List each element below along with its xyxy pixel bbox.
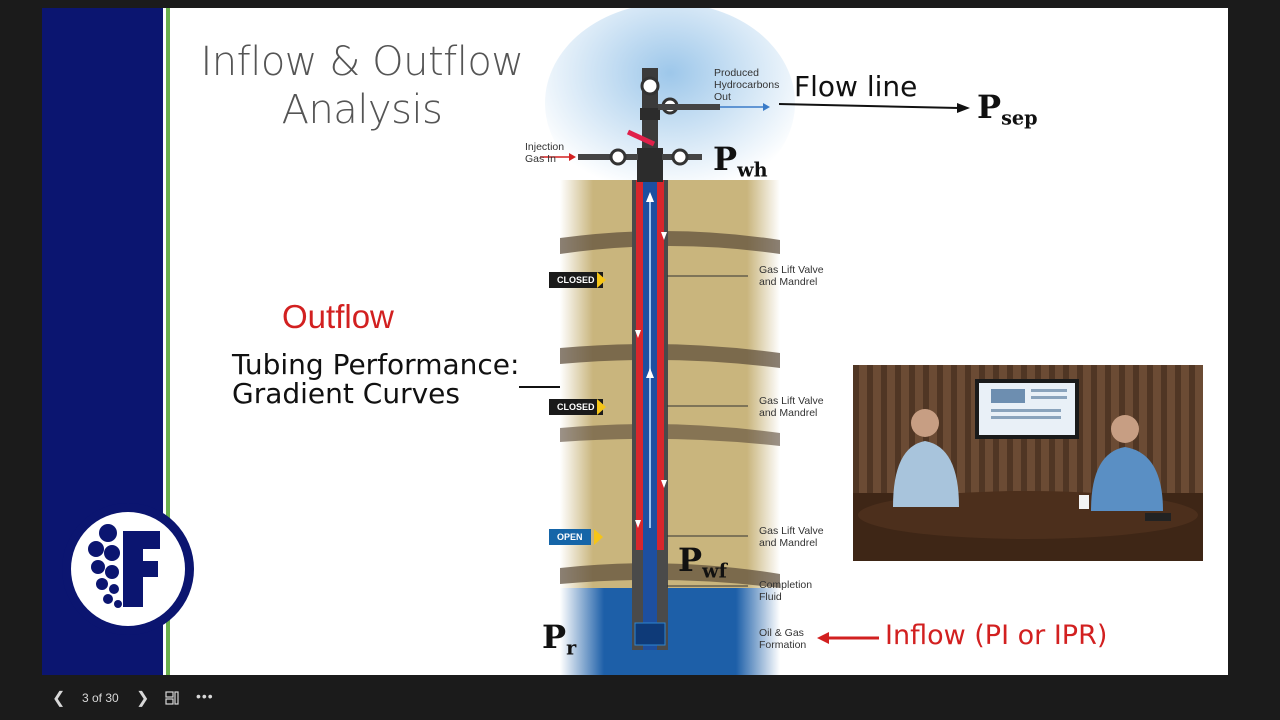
slide-title: Inflow & Outflow Analysis — [192, 38, 532, 134]
completion-fluid-label: Completion Fluid — [759, 579, 812, 603]
chevron-right-icon[interactable]: ❯ — [136, 690, 150, 707]
valve-status-closed-1: CLOSED — [549, 272, 603, 288]
chevron-left-icon[interactable]: ❮ — [52, 690, 66, 707]
label-line: and Mandrel — [759, 537, 818, 549]
tubing-performance-text: Tubing Performance: Gradient Curves — [232, 350, 519, 408]
gas-lift-valve-label-2: Gas Lift Valve and Mandrel — [759, 395, 824, 419]
label-line: Gas Lift Valve — [759, 525, 824, 537]
slide: TM Inflow & Outflow Analysis Outflow Tub… — [42, 8, 1228, 675]
symbol-base: P — [713, 140, 738, 178]
label-line: Gas Lift Valve — [759, 264, 824, 276]
symbol-subscript: wh — [737, 158, 768, 182]
video-frame — [853, 365, 1203, 561]
label-line: Formation — [759, 639, 807, 651]
label-line: Injection — [525, 141, 565, 153]
p-r-symbol: Pr — [542, 618, 576, 660]
gas-lift-valve-label-1: Gas Lift Valve and Mandrel — [759, 264, 824, 288]
label-line: Out — [714, 91, 731, 103]
more-horizontal-icon[interactable]: ••• — [196, 688, 214, 704]
trademark-mark: TM — [176, 517, 187, 524]
well-diagram — [540, 8, 795, 675]
symbol-base: P — [678, 541, 703, 579]
label-line: and Mandrel — [759, 407, 818, 419]
company-logo: TM — [62, 503, 194, 635]
presenter-video[interactable] — [853, 365, 1203, 561]
injection-gas-label: Injection Gas In — [525, 141, 564, 165]
inflow-label: Inflow (PI or IPR) — [885, 620, 1108, 651]
outflow-heading: Outflow — [282, 298, 394, 335]
label-line: Hydrocarbons — [714, 79, 780, 91]
valve-status-open: OPEN — [549, 529, 591, 545]
title-line-2: Analysis — [281, 87, 443, 133]
accent-stripe — [166, 8, 170, 675]
label-line: Gas In — [525, 153, 556, 165]
tag-arrow-icon — [597, 272, 606, 288]
label-line: Completion — [759, 579, 813, 591]
presentation-toolbar: ❮ 3 of 30 ❯ ••• — [0, 678, 1280, 720]
gas-lift-valve-label-3: Gas Lift Valve and Mandrel — [759, 525, 824, 549]
tag-arrow-icon — [594, 529, 603, 545]
symbol-base: P — [542, 618, 567, 656]
produced-hydrocarbons-label: Produced Hydrocarbons Out — [714, 67, 779, 103]
formation-label: Oil & Gas Formation — [759, 627, 806, 651]
label-line: and Mandrel — [759, 276, 818, 288]
page-indicator: 3 of 30 — [82, 691, 119, 705]
flow-line-arrow — [778, 103, 970, 113]
p-wh-symbol: Pwh — [713, 140, 768, 182]
label-line: Oil & Gas — [759, 627, 804, 639]
label-line: Gas Lift Valve — [759, 395, 824, 407]
title-line-1: Inflow & Outflow — [200, 39, 524, 85]
tag-arrow-icon — [597, 399, 606, 415]
symbol-subscript: wf — [702, 559, 727, 583]
tubing-line-1: Tubing Performance: — [232, 348, 520, 381]
valve-status-closed-2: CLOSED — [549, 399, 603, 415]
flow-line-label: Flow line — [794, 70, 918, 103]
symbol-subscript: r — [566, 636, 577, 660]
p-sep-symbol: Psep — [977, 88, 1038, 130]
tubing-line-2: Gradient Curves — [232, 377, 460, 410]
symbol-subscript: sep — [1001, 106, 1038, 130]
label-line: Produced — [714, 67, 759, 79]
p-wf-symbol: Pwf — [678, 541, 727, 583]
symbol-base: P — [977, 88, 1002, 126]
slide-sorter-icon[interactable] — [165, 691, 179, 705]
label-line: Fluid — [759, 591, 782, 603]
inflow-arrow — [817, 632, 879, 644]
